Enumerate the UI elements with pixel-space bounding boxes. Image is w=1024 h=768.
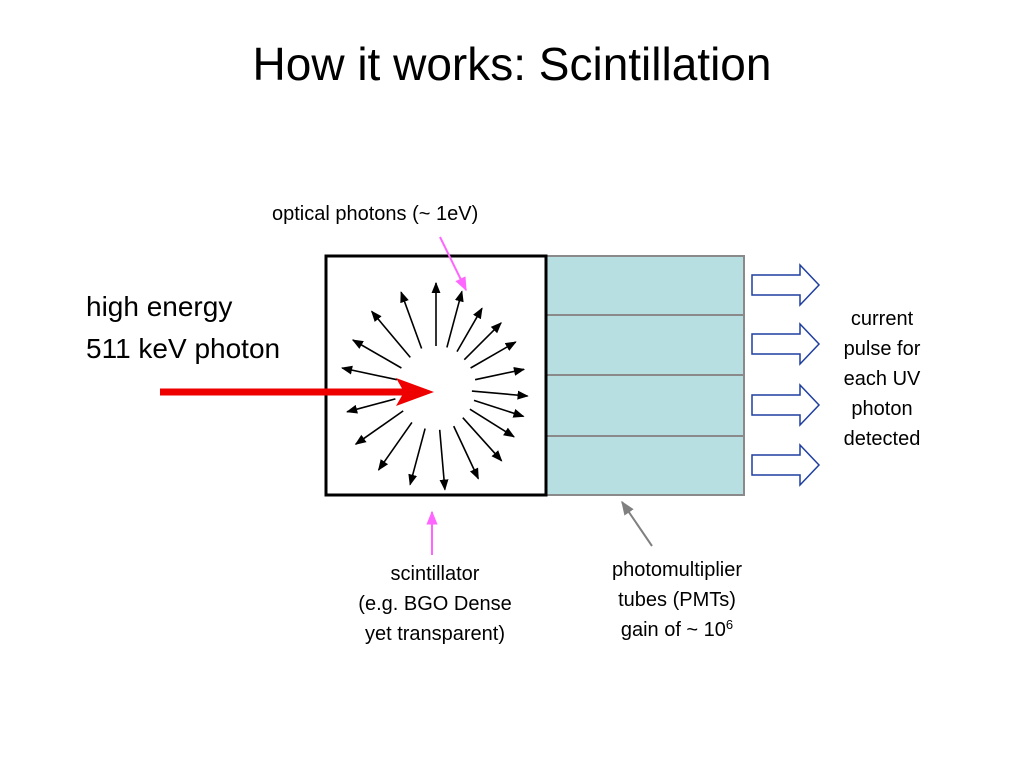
scintillator-label: scintillator (e.g. BGO Dense yet transpa… — [330, 559, 540, 649]
current-line: each UV — [843, 368, 921, 390]
optical-photon-ray — [470, 341, 517, 369]
optical-photon-ray — [351, 339, 402, 369]
pmt-pointer — [621, 500, 653, 547]
pulse-arrow — [751, 263, 821, 307]
pulse-arrow — [751, 322, 821, 366]
scintillator-note-line: yet transparent) — [364, 623, 506, 645]
optical-photons-pointer — [439, 236, 467, 292]
optical-photon-ray — [471, 390, 529, 400]
pmt-tube — [545, 374, 745, 437]
pmt-abbrev-line: tubes (PMTs) — [618, 589, 736, 611]
photon-energy-line: 511 keV photon — [86, 333, 281, 364]
optical-photon-ray — [400, 291, 423, 349]
high-energy-line: high energy — [86, 291, 233, 322]
pmt-gain-exponent: 6 — [725, 617, 734, 632]
optical-photon-ray — [473, 399, 525, 418]
pulse-arrow — [751, 443, 821, 487]
optical-photon-ray — [474, 367, 526, 381]
current-line: detected — [843, 428, 921, 450]
optical-photons-label: optical photons (~ 1eV) — [272, 203, 479, 225]
current-line: photon — [851, 398, 913, 420]
current-pulse-arrows — [751, 263, 821, 487]
pmt-label: photomultiplier tubes (PMTs) gain of ~ 1… — [582, 555, 772, 645]
optical-photon-ray — [452, 425, 480, 480]
pulse-arrow — [751, 383, 821, 427]
optical-photon-ray — [346, 398, 396, 414]
pmt-tube — [545, 435, 745, 496]
optical-photon-ray — [354, 410, 404, 445]
current-pulse-label: current pulse for each UV photon detecte… — [822, 304, 942, 454]
optical-photon-ray — [341, 365, 398, 381]
pmt-gain-base: gain of ~ 10 — [620, 619, 726, 641]
current-line: current — [850, 308, 914, 330]
optical-photon-burst — [341, 281, 529, 491]
optical-photon-ray — [377, 421, 413, 471]
pmt-tube — [545, 314, 745, 376]
pmt-tube — [545, 255, 745, 316]
high-energy-photon-label: high energy 511 keV photon — [86, 286, 280, 370]
optical-photon-ray — [469, 408, 515, 438]
optical-photon-ray — [463, 322, 502, 361]
current-line: pulse for — [843, 338, 921, 360]
incoming-photon-arrow — [160, 378, 434, 406]
optical-photon-ray — [446, 290, 464, 348]
scintillator-line: scintillator — [390, 563, 480, 585]
optical-photon-ray — [438, 429, 449, 491]
optical-photon-ray — [370, 310, 411, 358]
slide-title: How it works: Scintillation — [252, 38, 772, 90]
pmt-tubes — [545, 255, 745, 496]
pmt-gain-line: gain of ~ 106 — [582, 615, 772, 645]
optical-photon-ray — [462, 417, 503, 462]
pmt-line: photomultiplier — [611, 559, 743, 581]
scintillator-example-line: (e.g. BGO Dense — [358, 593, 512, 615]
optical-photon-ray — [408, 428, 426, 486]
optical-photon-ray — [456, 307, 483, 353]
